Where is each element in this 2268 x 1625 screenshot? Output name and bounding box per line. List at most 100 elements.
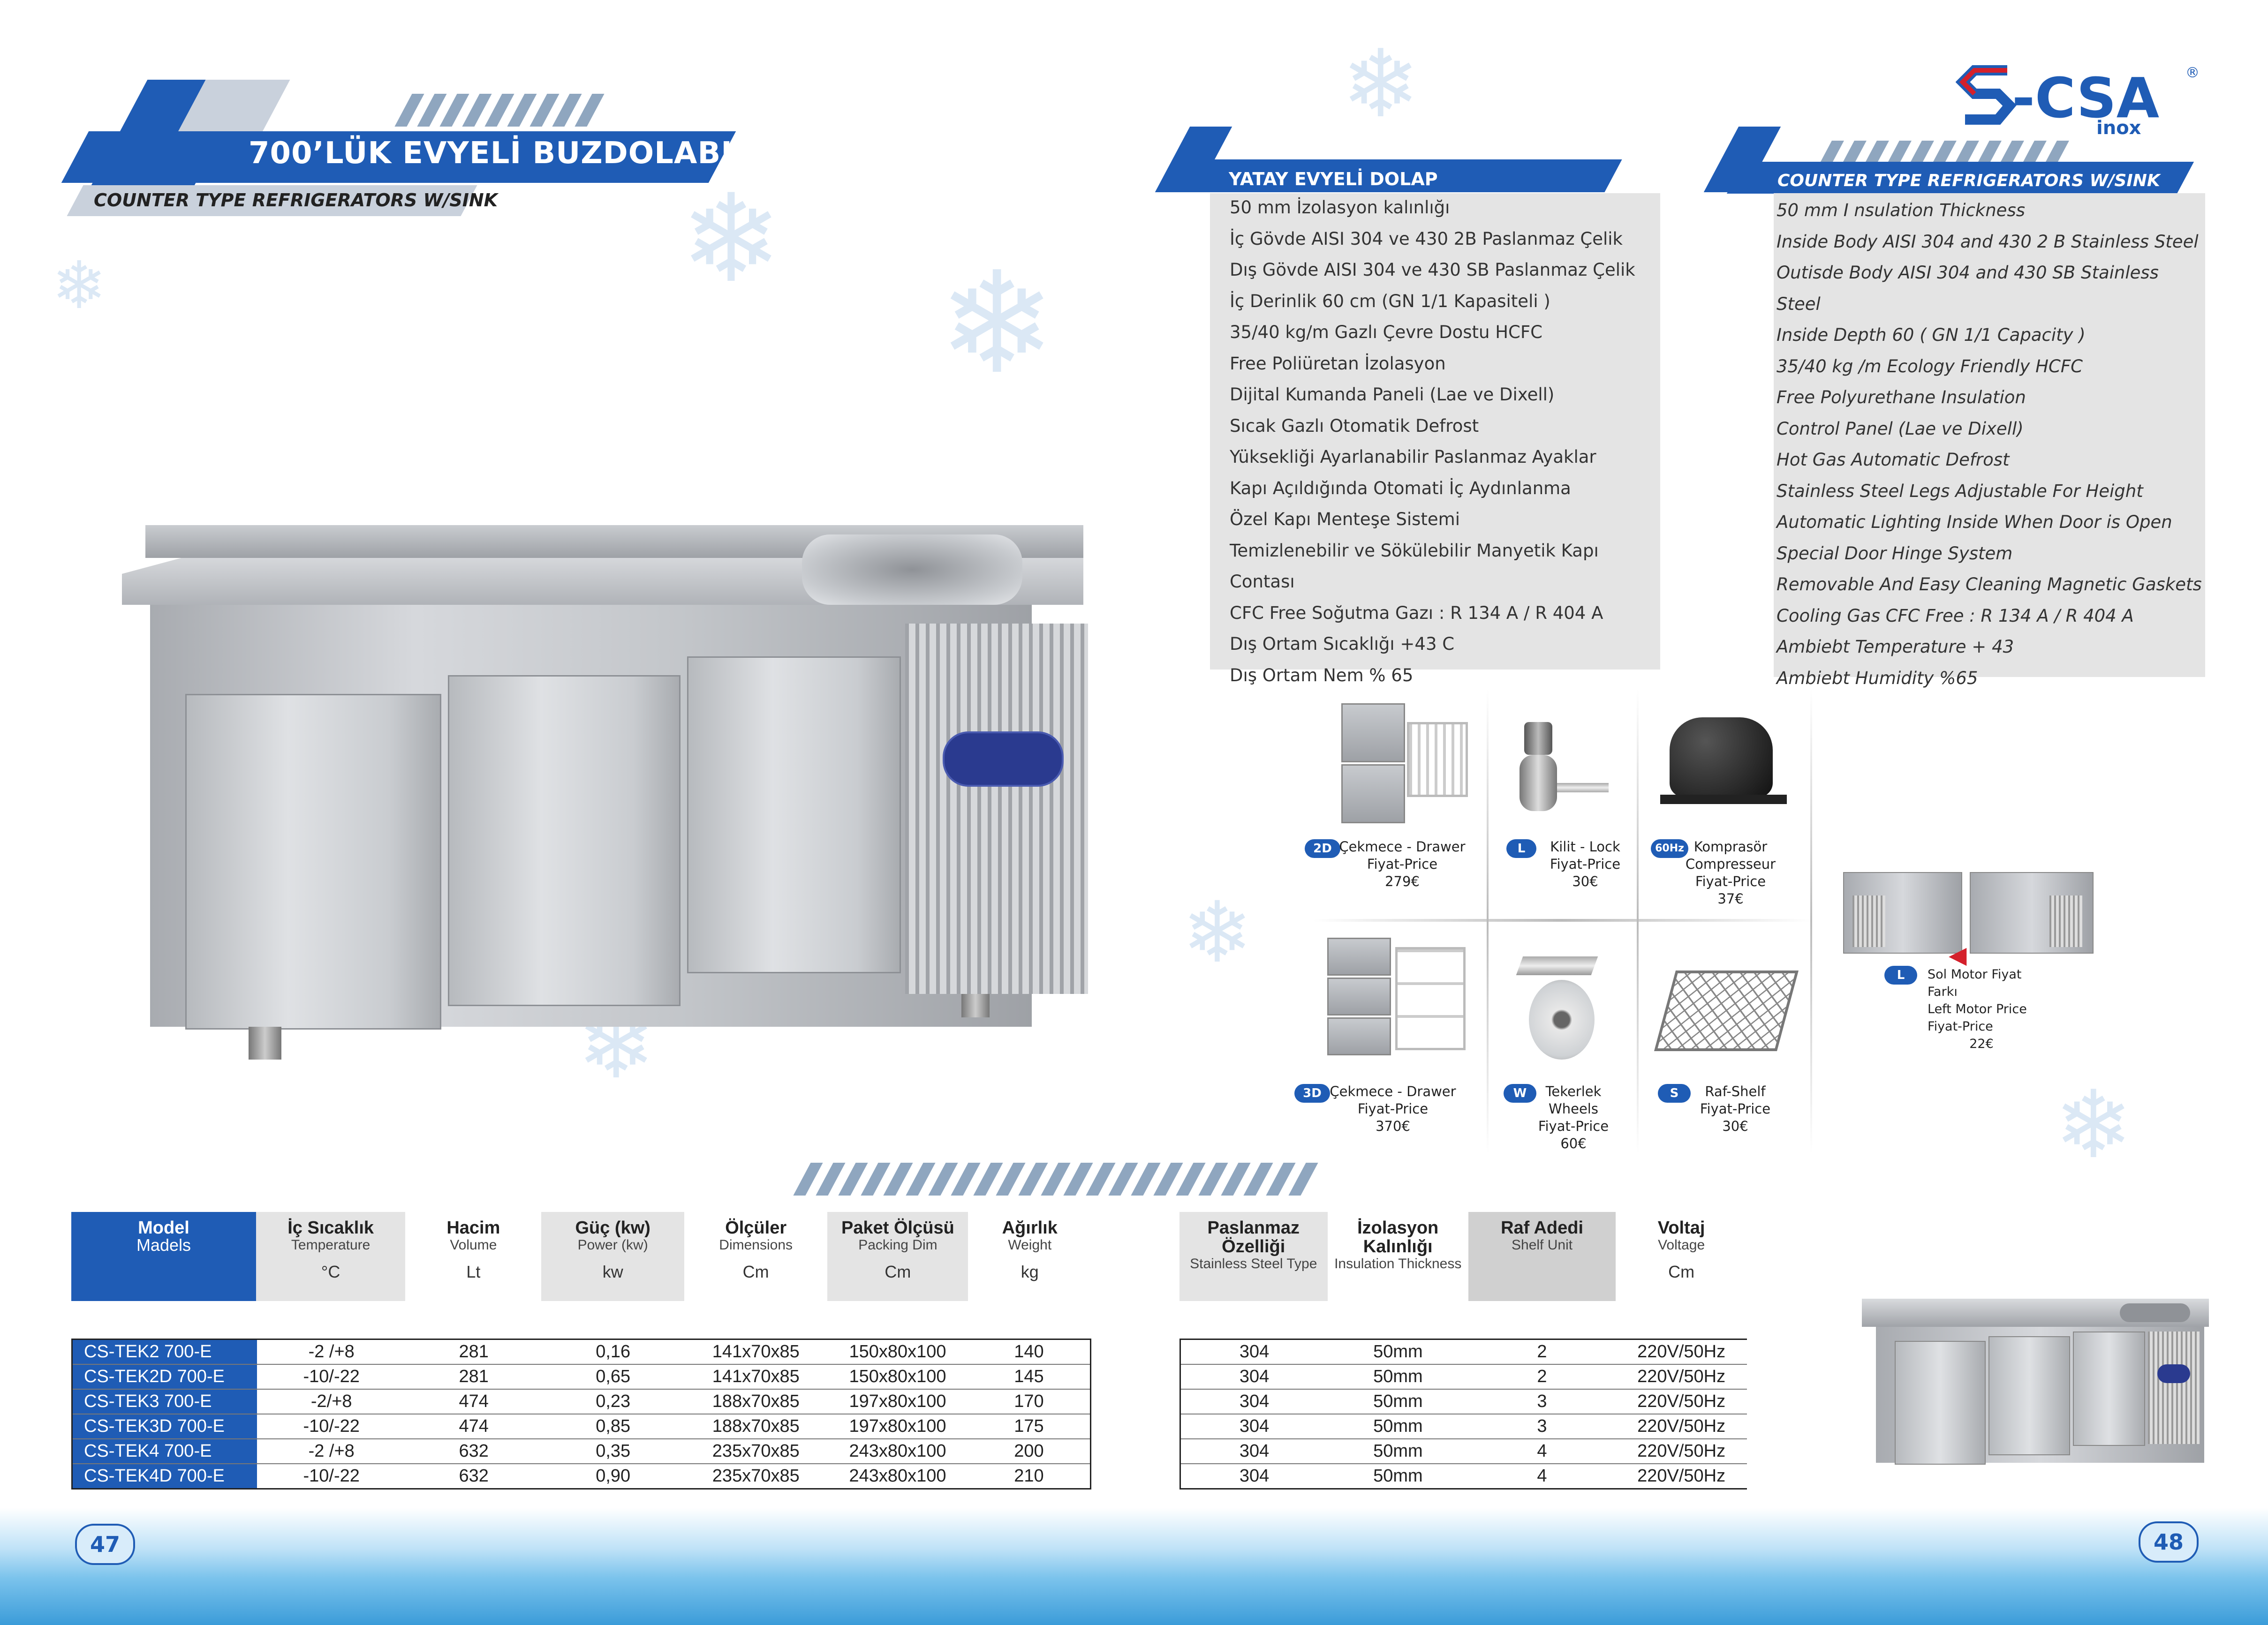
spec-item: 35/40 kg /m Ecology Friendly HCFC: [1777, 356, 2083, 376]
header-label: Paslanmaz Özelliği: [1207, 1218, 1300, 1256]
drawer-icon: [1327, 938, 1466, 1060]
table-cell: 2: [1468, 1364, 1616, 1390]
snowflake-decoration: ❄: [1182, 884, 1253, 982]
price-text: 279€: [1385, 873, 1420, 889]
header-stripes: [394, 94, 605, 127]
col-header-volume: Hacim Volume Lt: [405, 1212, 542, 1301]
door-3: [687, 656, 901, 973]
product-image-main: [113, 516, 1107, 1097]
header-sublabel: Volume: [450, 1237, 497, 1253]
spec-item: Outisde Body AISI 304 and 430 SB Stainle…: [1777, 263, 2159, 314]
header-label: İzolasyon Kalınlığı: [1357, 1218, 1439, 1256]
accessory-badge: L: [1884, 966, 1917, 985]
table-row: CS-TEK2 700-E -2 /+8 281 0,16 141x70x85 …: [72, 1339, 1091, 1365]
table-row: 304 50mm 2 220V/50Hz: [1180, 1364, 1747, 1390]
price-text: 22€: [1969, 1037, 1994, 1051]
col-header-weight: Ağırlık Weight kg: [968, 1212, 1091, 1301]
header-unit: °C: [321, 1262, 340, 1281]
accessory-badge: S: [1658, 1084, 1691, 1103]
table-cell: 474: [406, 1414, 542, 1439]
specs-en-list: 50 mm I nsulation Thickness Inside Body …: [1777, 195, 2203, 694]
spec-item: Dış Gövde AISI 304 ve 430 SB Paslanmaz Ç…: [1230, 260, 1635, 280]
table-cell: 220V/50Hz: [1616, 1439, 1747, 1464]
table-right-data: 304 50mm 2 220V/50Hz 304 50mm 2 220V/50H…: [1179, 1339, 1747, 1490]
snowflake-decoration: ❄: [938, 241, 1056, 405]
header-label: Ölçüler: [725, 1218, 787, 1238]
table-cell: 50mm: [1328, 1464, 1468, 1490]
accessories-divider: [1487, 689, 1489, 1153]
accessory-badge: W: [1504, 1084, 1536, 1103]
specs-tr-heading: YATAY EVYELİ DOLAP: [1229, 169, 1438, 189]
header-label: Model: [138, 1218, 189, 1238]
caption-line: Fiyat-Price: [1538, 1118, 1609, 1134]
price-text: 37€: [1717, 891, 1744, 907]
table-row: CS-TEK3D 700-E -10/-22 474 0,85 188x70x8…: [72, 1414, 1091, 1439]
table-stripes: [793, 1163, 1318, 1196]
col-header-power: Güç (kw) Power (kw) kw: [541, 1212, 684, 1301]
table-cell: 2: [1468, 1339, 1616, 1365]
spec-item: Free Polyurethane Insulation: [1777, 387, 2026, 407]
table-cell: 210: [968, 1464, 1091, 1490]
caption-line: Fiyat-Price: [1550, 856, 1621, 872]
sink-basin: [802, 534, 1022, 605]
table-cell: 0,23: [541, 1389, 685, 1414]
table-row: 304 50mm 4 220V/50Hz: [1180, 1439, 1747, 1464]
table-cell: 188x70x85: [684, 1414, 828, 1439]
spec-item: Dış Ortam Nem % 65: [1230, 665, 1414, 685]
price-text: 30€: [1722, 1118, 1748, 1134]
table-cell: -10/-22: [257, 1414, 406, 1439]
spec-item: Kapı Açıldığında Otomati İç Aydınlanma: [1230, 478, 1571, 498]
door-1: [185, 694, 441, 1030]
header-label: Raf Adedi: [1501, 1218, 1584, 1238]
table-left-header: Model Madels İç Sıcaklık Temperature °C …: [71, 1212, 1091, 1301]
spec-item: Dijital Kumanda Paneli (Lae ve Dixell): [1230, 384, 1555, 405]
spec-item: Dış Ortam Sıcaklığı +43 C: [1230, 634, 1455, 654]
table-cell: 220V/50Hz: [1616, 1414, 1747, 1439]
header-sublabel: Stainless Steel Type: [1190, 1256, 1317, 1271]
accessory-badge: 60Hz: [1651, 839, 1688, 858]
specs-en-heading: COUNTER TYPE REFRIGERATORS W/SINK: [1777, 171, 2160, 190]
page-number-right: 48: [2139, 1521, 2199, 1563]
wheel-icon: [1505, 956, 1609, 1064]
shelf-icon: [1654, 966, 1799, 1055]
spec-item: Temizlenebilir ve Sökülebilir Manyetik K…: [1230, 540, 1599, 592]
ice-footer: [0, 1508, 2268, 1625]
arrow-left-icon: ◀: [1949, 941, 1967, 969]
product-image-left-motor: [1843, 863, 2094, 956]
spec-item: Removable And Easy Cleaning Magnetic Gas…: [1777, 574, 2202, 594]
caption-line: Raf-Shelf: [1705, 1083, 1766, 1099]
header-sublabel: Insulation Thickness: [1334, 1256, 1462, 1271]
accessory-caption: Çekmece - Drawer Fiyat-Price 370€: [1327, 1083, 1459, 1135]
col-header-steel: Paslanmaz Özelliği Stainless Steel Type: [1179, 1212, 1328, 1301]
table-cell: 140: [968, 1339, 1091, 1365]
table-cell: 0,90: [541, 1464, 685, 1490]
header-unit: Cm: [885, 1262, 911, 1281]
table-row: 304 50mm 3 220V/50Hz: [1180, 1389, 1747, 1414]
accessories-divider: [1810, 689, 1812, 1153]
header-label: Paket Ölçüsü: [841, 1218, 954, 1238]
caption-line: Çekmece - Drawer: [1330, 1083, 1456, 1099]
spec-item: Inside Depth 60 ( GN 1/1 Capacity ): [1777, 325, 2086, 345]
compressor-vent: [905, 624, 1088, 994]
compressor-icon: [1660, 703, 1792, 811]
model-cell: CS-TEK3 700-E: [72, 1389, 257, 1414]
snowflake-decoration: ❄: [2054, 1070, 2133, 1180]
table-cell: 3: [1468, 1414, 1616, 1439]
price-text: 30€: [1572, 873, 1598, 889]
spec-item: Automatic Lighting Inside When Door is O…: [1777, 512, 2172, 532]
table-cell: 304: [1180, 1414, 1328, 1439]
caption-line: Fiyat-Price: [1695, 873, 1766, 889]
table-cell: 0,65: [541, 1364, 685, 1390]
model-cell: CS-TEK3D 700-E: [72, 1414, 257, 1439]
table-cell: 220V/50Hz: [1616, 1364, 1747, 1390]
table-cell: 4: [1468, 1439, 1616, 1464]
table-cell: 50mm: [1328, 1364, 1468, 1390]
table-cell: 304: [1180, 1364, 1328, 1390]
table-cell: 0,35: [541, 1439, 685, 1464]
spec-item: Free Poliüretan İzolasyon: [1230, 353, 1446, 374]
header-label: Güç (kw): [575, 1218, 650, 1238]
header-unit: kg: [1021, 1262, 1039, 1281]
caption-line: Sol Motor Fiyat Farkı: [1928, 967, 2022, 999]
door-2: [448, 675, 680, 1006]
logo-sub-text: inox: [2096, 117, 2141, 139]
